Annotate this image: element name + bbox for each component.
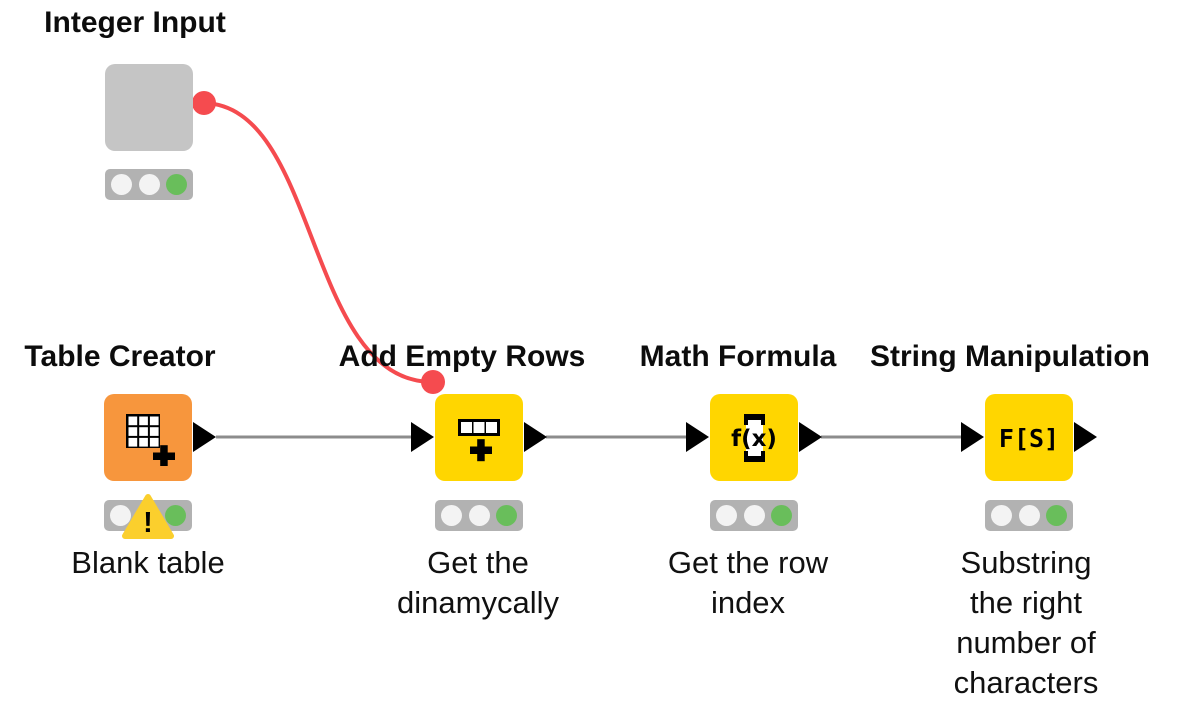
node-string-manipulation[interactable]: F[S] (985, 394, 1073, 481)
input-port-add-empty-rows[interactable] (411, 422, 434, 452)
output-port-add-empty-rows[interactable] (524, 422, 547, 452)
light-idle (441, 505, 463, 526)
traffic-light-string-manipulation (985, 500, 1073, 531)
light-queued (1018, 505, 1040, 526)
light-executed (770, 505, 792, 526)
traffic-light-integer-input (105, 169, 193, 200)
flow-variable-out-port[interactable] (192, 91, 216, 115)
light-executed (165, 174, 187, 195)
node-caption-add-empty-rows[interactable]: Get the dinamycally (397, 545, 559, 620)
output-port-math-formula[interactable] (799, 422, 822, 452)
node-title-integer-input[interactable]: Integer Input (44, 6, 226, 39)
node-title-string-manipulation[interactable]: String Manipulation (870, 340, 1150, 373)
light-executed (1045, 505, 1067, 526)
light-idle (716, 505, 738, 526)
light-queued (743, 505, 765, 526)
traffic-light-add-empty-rows (435, 500, 523, 531)
svg-text:!: ! (143, 507, 153, 539)
workflow-canvas: Integer Input Table Creator ! Bl (24, 6, 1150, 700)
string-manipulation-icon: F[S] (1001, 424, 1057, 453)
node-integer-input[interactable] (105, 64, 193, 151)
flow-variable-connector[interactable] (203, 101, 434, 384)
input-port-string-manipulation[interactable] (961, 422, 984, 452)
light-executed (164, 505, 186, 526)
math-formula-icon: f(x) (731, 413, 777, 462)
light-idle (110, 505, 132, 526)
node-title-add-empty-rows[interactable]: Add Empty Rows (338, 340, 586, 373)
node-title-math-formula[interactable]: Math Formula (639, 340, 837, 373)
light-idle (991, 505, 1013, 526)
node-caption-string-manipulation[interactable]: Substring the right number of characters (953, 545, 1099, 700)
light-executed (495, 505, 517, 526)
node-title-table-creator[interactable]: Table Creator (24, 340, 216, 373)
input-port-math-formula[interactable] (686, 422, 709, 452)
output-port-table-creator[interactable] (193, 422, 216, 452)
wires-layer (192, 91, 1097, 452)
node-caption-table-creator[interactable]: Blank table (71, 545, 225, 580)
add-rows-icon (458, 418, 500, 461)
light-queued (138, 174, 160, 195)
light-idle (111, 174, 133, 195)
output-port-string-manipulation[interactable] (1074, 422, 1097, 452)
traffic-light-math-formula (710, 500, 798, 531)
table-plus-icon (126, 413, 175, 466)
node-math-formula[interactable]: f(x) (710, 394, 798, 481)
flow-variable-in-port[interactable] (421, 370, 445, 394)
svg-text:F[S]: F[S] (1001, 424, 1057, 453)
node-caption-math-formula[interactable]: Get the row index (667, 545, 829, 620)
light-queued (468, 505, 490, 526)
svg-text:f(x): f(x) (731, 426, 777, 452)
warning-icon: ! (122, 494, 174, 539)
node-add-empty-rows[interactable] (435, 394, 523, 481)
node-table-creator[interactable] (104, 394, 192, 481)
